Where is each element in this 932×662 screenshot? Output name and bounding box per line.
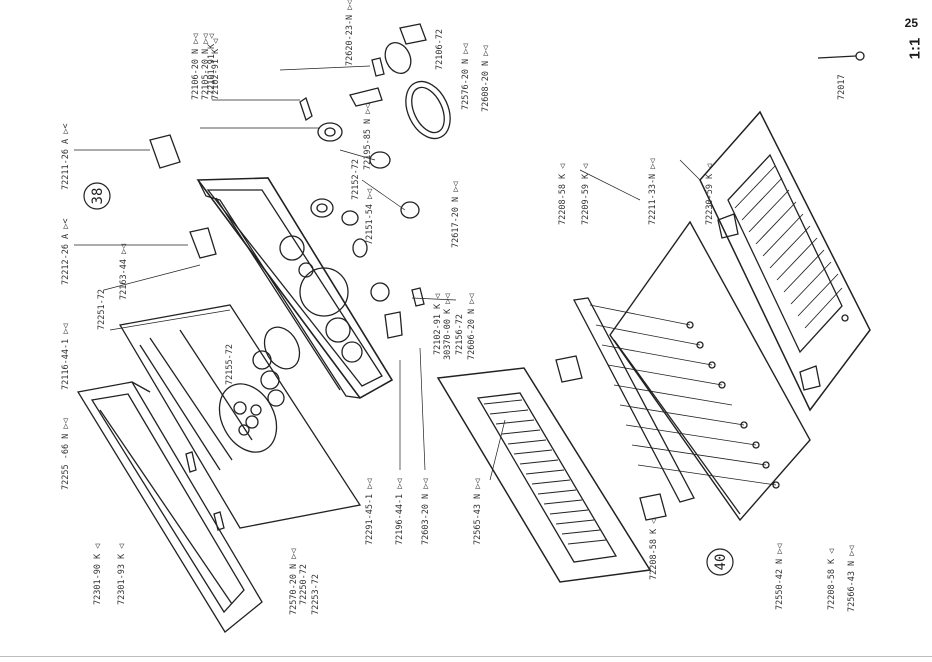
svg-text:40: 40 xyxy=(713,554,729,571)
part-label: 72291-45-1 ▷◁ xyxy=(365,478,375,545)
part-label: 72301-90 K ◁ xyxy=(93,544,103,605)
part-label: 72617-20 N ▷◁ xyxy=(451,181,461,248)
part-label: 72576-20 N ▷◁ xyxy=(461,43,471,110)
leader-lines xyxy=(74,65,701,481)
svg-text:38: 38 xyxy=(90,188,106,205)
part-label: 72116-44-1 ▷◁ xyxy=(61,323,71,390)
part-label: 72603-20 N ▷◁ xyxy=(421,478,431,545)
page-bottom-edge xyxy=(0,656,932,657)
part-label: 72251-72 xyxy=(97,289,107,330)
part-label: 72101-91 K ◁ xyxy=(207,34,217,95)
part-label: 72208-58 K ◁ xyxy=(649,519,659,580)
part-label: 72196-44-1 ▷◁ xyxy=(395,478,405,545)
part-label: 72608-20 N ▷◁ xyxy=(481,45,491,112)
part-label: 72211-33-N ▷◁ xyxy=(648,158,658,225)
glass-panel xyxy=(118,304,362,529)
callout-38: 38 xyxy=(83,182,111,210)
main-case-frame xyxy=(196,177,394,400)
rail-strip xyxy=(555,297,695,521)
part-label: 72102-91 K ◁ xyxy=(433,294,443,355)
curved-panel xyxy=(589,220,811,522)
part-label: 72208-58 K ◁ xyxy=(558,164,568,225)
speaker-lens xyxy=(384,23,451,140)
part-label: 30370-00 K ▷◁ xyxy=(443,293,453,360)
page-number: 25 xyxy=(904,16,918,30)
part-label: 72152-72 xyxy=(351,159,361,200)
part-label: 72570-20 N ▷◁ xyxy=(289,548,299,615)
front-frame xyxy=(76,381,263,633)
part-label: 72195-85 N ▷◁ xyxy=(363,103,373,170)
part-label: 72565-43 N ▷◁ xyxy=(473,478,483,545)
part-label: 72255 -66 N ▷◁ xyxy=(61,418,71,490)
part-label: 72208-58 K ◁ xyxy=(827,549,837,610)
part-label: 72211-26 A ▷< xyxy=(61,123,71,190)
part-label: 72017 xyxy=(837,74,847,100)
dial-plate xyxy=(218,326,301,453)
part-label: 72566-43 N ▷◁ xyxy=(847,545,857,612)
part-label: 72209-59 K ◁ xyxy=(581,164,591,225)
callout-40: 40 xyxy=(706,548,734,576)
part-label: 72106-72 xyxy=(435,29,445,70)
part-label: 72550-42 N ▷◁ xyxy=(775,543,785,610)
key-part xyxy=(817,51,865,61)
part-label: 72106-20 N ▷◁ xyxy=(191,33,201,100)
part-label: 72606-20 N ▷◁ xyxy=(467,293,477,360)
part-label: 72151-54 ▷◁ xyxy=(365,189,375,245)
part-label: 72301-93 K ◁ xyxy=(117,544,127,605)
part-labels: 72211-26 A ▷< 72212-26 A ▷< 72163-44 ▷◁ … xyxy=(61,0,857,615)
part-label: 72230-59 K ◁ xyxy=(705,164,715,225)
part-label: 72620-23-N ▷◁ xyxy=(345,0,355,66)
part-label: 72156-72 xyxy=(455,314,465,355)
back-grille-right xyxy=(699,110,871,412)
part-label: 72155-72 xyxy=(225,344,235,385)
part-label: 72163-44 ▷◁ xyxy=(119,244,129,300)
part-label: 72253-72 xyxy=(311,574,321,615)
back-grille-left xyxy=(436,367,652,583)
part-label: 72250-72 xyxy=(299,564,309,605)
part-label: 72212-26 A ▷< xyxy=(61,218,71,285)
knobs-and-fittings xyxy=(149,57,425,531)
part-label: 72102-91 K ◁ xyxy=(211,39,221,100)
part-label: 72105-20 N ▷◁ xyxy=(201,33,211,100)
